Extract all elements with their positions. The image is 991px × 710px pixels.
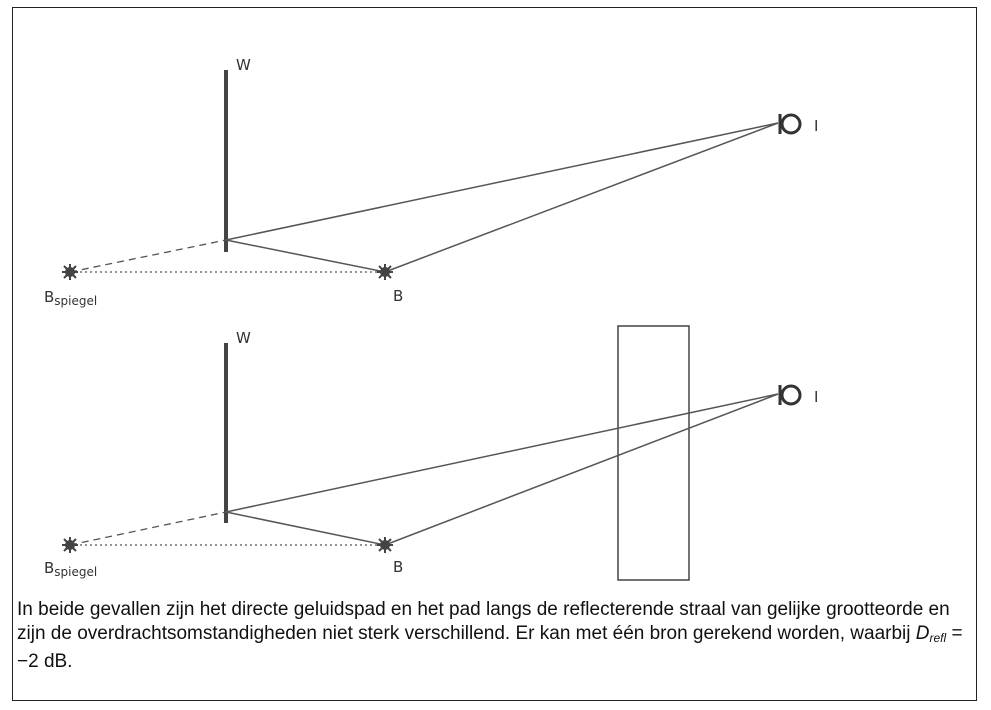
direct-path-bottom bbox=[384, 393, 779, 546]
source-to-wall-bottom bbox=[225, 511, 386, 546]
source-to-wall-top bbox=[225, 239, 386, 273]
figure-frame bbox=[12, 7, 977, 701]
mirror-path-dashed-bottom bbox=[69, 511, 227, 546]
receiver-label-top: I bbox=[814, 117, 818, 135]
source-label-bottom: B bbox=[393, 558, 403, 576]
mirror-source-label-bottom: Bspiegel bbox=[44, 559, 97, 579]
star-burst-icon bbox=[377, 537, 393, 553]
microphone-icon bbox=[778, 113, 802, 135]
receiver-label-bottom: I bbox=[814, 388, 818, 406]
mirror-source-label-top: Bspiegel bbox=[44, 288, 97, 308]
d-refl-symbol: D bbox=[915, 623, 930, 644]
reflected-ray-bottom bbox=[225, 393, 779, 513]
star-burst-icon bbox=[62, 537, 78, 553]
star-burst-icon bbox=[377, 264, 393, 280]
caption-text: In beide gevallen zijn het directe gelui… bbox=[17, 599, 950, 644]
obstacle-rectangle bbox=[617, 325, 690, 581]
d-refl-subscript: refl bbox=[929, 631, 947, 645]
microphone-icon bbox=[778, 384, 802, 406]
scenario-bottom: W Bspiegel bbox=[44, 325, 818, 581]
star-burst-icon bbox=[62, 264, 78, 280]
reflection-diagram: W Bspiegel B bbox=[44, 56, 818, 581]
reflected-ray-top bbox=[225, 122, 779, 241]
scenario-top: W Bspiegel B bbox=[44, 56, 818, 308]
direct-path-top bbox=[384, 122, 779, 273]
wall-label-bottom: W bbox=[236, 329, 251, 347]
wall-label-top: W bbox=[236, 56, 251, 74]
caption-value: = −2 dB. bbox=[17, 623, 963, 672]
mirror-path-dashed-top bbox=[69, 239, 227, 273]
source-label-top: B bbox=[393, 287, 403, 305]
figure-caption: In beide gevallen zijn het directe gelui… bbox=[17, 598, 972, 674]
